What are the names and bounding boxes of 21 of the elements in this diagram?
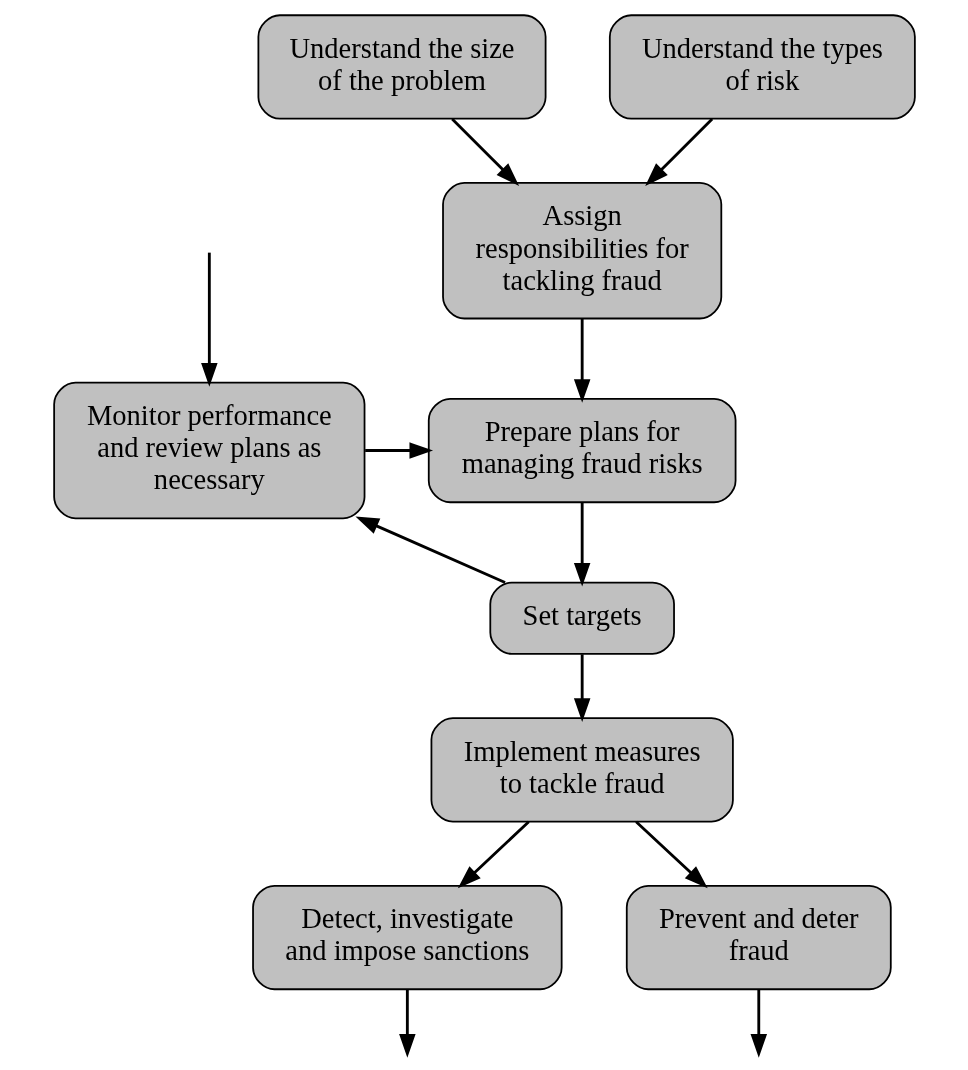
arrow	[398, 989, 416, 1058]
arrow	[573, 654, 590, 722]
arrow	[457, 820, 530, 889]
arrow	[644, 117, 713, 186]
node-box: Understand the types of risk	[608, 14, 916, 120]
node-box: Monitor performance and review plans as necessary	[52, 381, 365, 520]
node-box: Implement measures to tackle fraud	[430, 717, 734, 823]
node-box: Understand the size of the problem	[257, 14, 546, 120]
arrow	[573, 502, 590, 587]
arrow	[634, 820, 708, 889]
node-box: Prevent and deter fraud	[625, 884, 892, 991]
node-box: Detect, investigate and impose sanctions	[251, 884, 563, 991]
arrow	[450, 117, 519, 186]
arrow	[573, 318, 590, 403]
arrow	[200, 252, 218, 387]
node-box: Assign responsibilities for tackling fraud	[441, 182, 722, 320]
arrow	[750, 989, 767, 1058]
arrow	[354, 516, 506, 584]
node-box: Set targets	[488, 581, 675, 655]
node-box: Prepare plans for managing fraud risks	[427, 397, 736, 504]
arrow	[364, 442, 433, 459]
